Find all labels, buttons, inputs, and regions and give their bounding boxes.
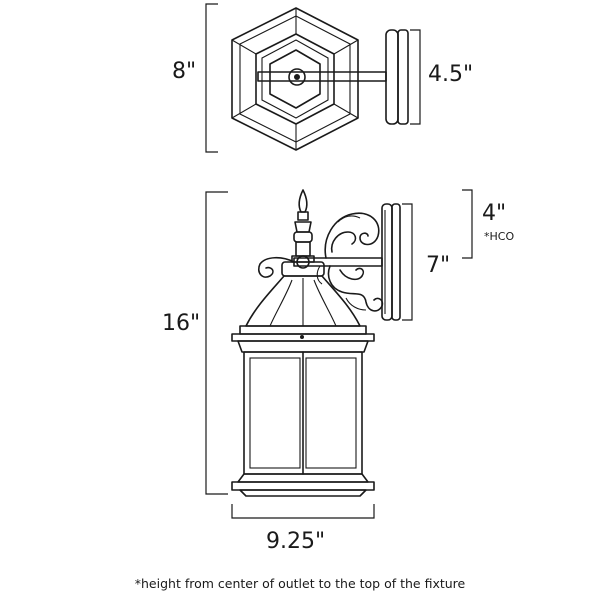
finial-stem: [295, 241, 311, 257]
footnote: *height from center of outlet to the top…: [135, 576, 466, 591]
finial-base: [291, 255, 315, 263]
arm-scroll-lower: [327, 265, 384, 312]
arm-scroll-detail: [316, 265, 323, 285]
finial-knob: [293, 231, 313, 243]
finial-collar: [297, 211, 309, 221]
side-view-width-label: 9.25": [266, 529, 325, 554]
glass-panel-right: [305, 357, 357, 469]
top-view-hub-center: [294, 74, 300, 80]
arm-scroll-detail: [337, 215, 361, 223]
roof-rib: [313, 279, 337, 327]
roof-rim-screw: [300, 335, 304, 339]
top-view-height-label: 8": [172, 59, 196, 84]
glass-panel-left: [249, 357, 301, 469]
side-view-hco-tag: *HCO: [484, 230, 514, 243]
top-view-hub: [288, 68, 306, 86]
top-view: 8" 4.5": [172, 3, 473, 153]
lantern-finial: [291, 189, 315, 263]
top-view-height-bracket: [205, 3, 218, 153]
hex-edge-line: [231, 39, 257, 55]
side-view-height-label: 16": [162, 311, 200, 336]
lantern-roof: [231, 261, 375, 342]
arm-scroll-upper-inner: [330, 231, 357, 253]
side-view-backplate: [381, 203, 401, 321]
top-view-backplate-label: 4.5": [428, 62, 473, 87]
hex-edge-line: [231, 103, 257, 119]
finial-flame: [298, 189, 308, 213]
top-view-backplate-bracket: [410, 29, 421, 125]
backplate-face: [381, 203, 393, 321]
hexagon-middle-inner: [261, 39, 329, 119]
side-view-backplate-label: 7": [426, 253, 450, 278]
hexagon-inner: [269, 49, 321, 109]
top-view-arm: [257, 71, 387, 82]
side-view-backplate-bracket: [402, 203, 413, 321]
body-top-band: [237, 340, 369, 353]
body-base-plate: [231, 481, 375, 491]
roof-rib: [269, 279, 293, 327]
backplate-edge: [391, 203, 401, 321]
hex-edge-line: [333, 103, 359, 119]
side-view: 16": [162, 189, 514, 554]
top-view-backplate-edge: [397, 29, 409, 125]
arm-scroll-upper: [324, 212, 380, 259]
body-bottom-band: [237, 473, 369, 483]
arm-scroll-lower-inner: [339, 267, 365, 281]
side-view-width-bracket: [231, 504, 375, 519]
hex-edge-line: [333, 39, 359, 55]
arm-curl-left: [257, 256, 295, 278]
top-view-lantern: [231, 7, 409, 151]
top-view-backplate: [385, 29, 399, 125]
side-view-hco-bracket: [462, 189, 473, 259]
finial-neck: [294, 221, 312, 233]
side-view-height-bracket: [205, 191, 228, 495]
lantern-body: [231, 340, 375, 497]
side-view-hco-label: 4": [482, 201, 506, 226]
arm-scroll-detail: [345, 297, 367, 311]
roof-rim: [239, 325, 367, 335]
arm-joint: [296, 255, 310, 269]
scroll-arm: [257, 212, 384, 312]
body-base-foot: [239, 489, 367, 497]
